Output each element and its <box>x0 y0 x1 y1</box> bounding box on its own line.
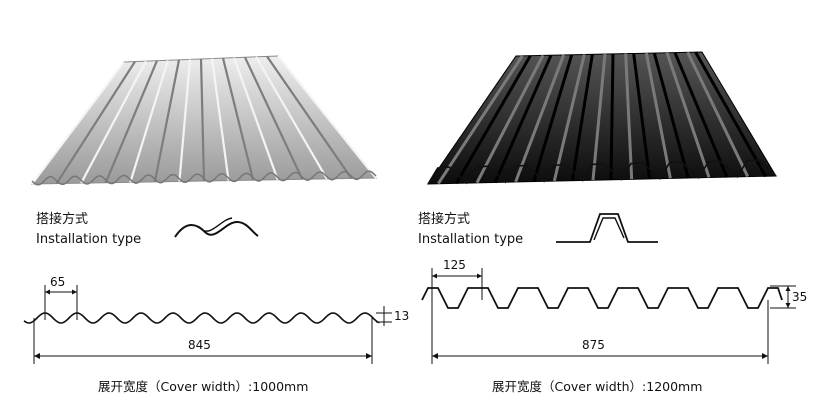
span-value: 875 <box>582 338 605 352</box>
trapezoid-rib-shadow <box>570 54 594 182</box>
corrugation-rib <box>31 61 125 185</box>
corrugated-installation-icon <box>174 220 259 238</box>
trapezoid-rib-shadow <box>609 53 615 181</box>
corrugated-overlap-icon <box>200 217 233 232</box>
corrugated-sheet-panel: 搭接方式 Installation type 65 13 845 展开宽度（Co… <box>23 55 410 394</box>
installation-type-label-cn: 搭接方式 <box>418 212 471 227</box>
trapezoid-rib-shadow <box>652 52 690 179</box>
corrugation-rib <box>277 55 377 179</box>
corrugation-rib <box>221 57 255 181</box>
corrugation-rib <box>153 59 181 183</box>
trapezoid-rib-highlight <box>437 54 524 185</box>
trapezoidal-installation-icon <box>556 213 658 243</box>
trapezoid-rib-shadow <box>673 52 729 178</box>
corrugated-profile-section <box>23 312 380 324</box>
corrugation-rib <box>244 56 304 180</box>
trapezoid-rib-highlight <box>552 54 586 182</box>
trapezoidal-drawings <box>421 51 796 364</box>
corrugated-front-edge <box>31 170 377 186</box>
trapezoid-rib-highlight <box>686 51 750 178</box>
installation-type-label-cn: 搭接方式 <box>36 212 89 227</box>
trapezoidal-sheet-panel: 搭接方式 Installation type 125 35 875 展开宽度（C… <box>410 0 832 408</box>
trapezoid-rib-shadow <box>694 51 767 178</box>
installation-type-label-en: Installation type <box>418 232 524 247</box>
corrugated-drawings <box>23 55 392 364</box>
pitch-value: 125 <box>443 258 466 272</box>
trapezoid-rib-shadow <box>532 54 574 183</box>
corrugation-rib <box>129 59 170 183</box>
corrugation-rib <box>104 60 159 184</box>
height-dimension-arrows <box>785 286 791 308</box>
corrugation-rib <box>80 60 147 184</box>
trapezoidal-ribs <box>437 51 767 185</box>
span-value: 845 <box>188 338 211 352</box>
pitch-dimension-arrows <box>432 273 482 279</box>
trapezoid-rib-shadow <box>632 53 652 180</box>
installation-type-label-en: Installation type <box>36 232 142 247</box>
cover-width-caption: 展开宽度（Cover width）:1000mm <box>98 379 309 394</box>
trapezoid-rib-highlight <box>514 54 566 183</box>
trapezoid-rib-highlight <box>591 53 607 181</box>
trapezoidal-front-edge <box>427 159 777 185</box>
corrugation-ribs <box>31 55 377 185</box>
trapezoid-rib-highlight <box>624 53 634 180</box>
corrugation-rib <box>232 57 279 181</box>
trapezoid-rib-highlight <box>475 54 545 184</box>
corrugation-rib <box>178 59 192 182</box>
cover-width-caption: 展开宽度（Cover width）:1200mm <box>492 379 703 394</box>
pitch-value: 65 <box>50 275 66 289</box>
corrugation-rib <box>55 60 136 185</box>
corrugation-rib <box>210 58 230 181</box>
corrugation-rib <box>255 56 328 180</box>
trapezoidal-profile-section <box>421 287 783 309</box>
height-value: 35 <box>792 290 808 304</box>
trapezoid-rib-highlight <box>665 52 711 178</box>
trapezoid-rib-highlight <box>644 52 672 179</box>
trapezoid-rib-shadow <box>455 55 532 185</box>
trapezoid-rib-shadow <box>493 54 553 184</box>
corrugation-rib <box>266 55 353 180</box>
height-value: 13 <box>394 309 410 323</box>
trapezoidal-overlap-icon <box>593 217 625 241</box>
corrugation-rib <box>199 58 206 182</box>
